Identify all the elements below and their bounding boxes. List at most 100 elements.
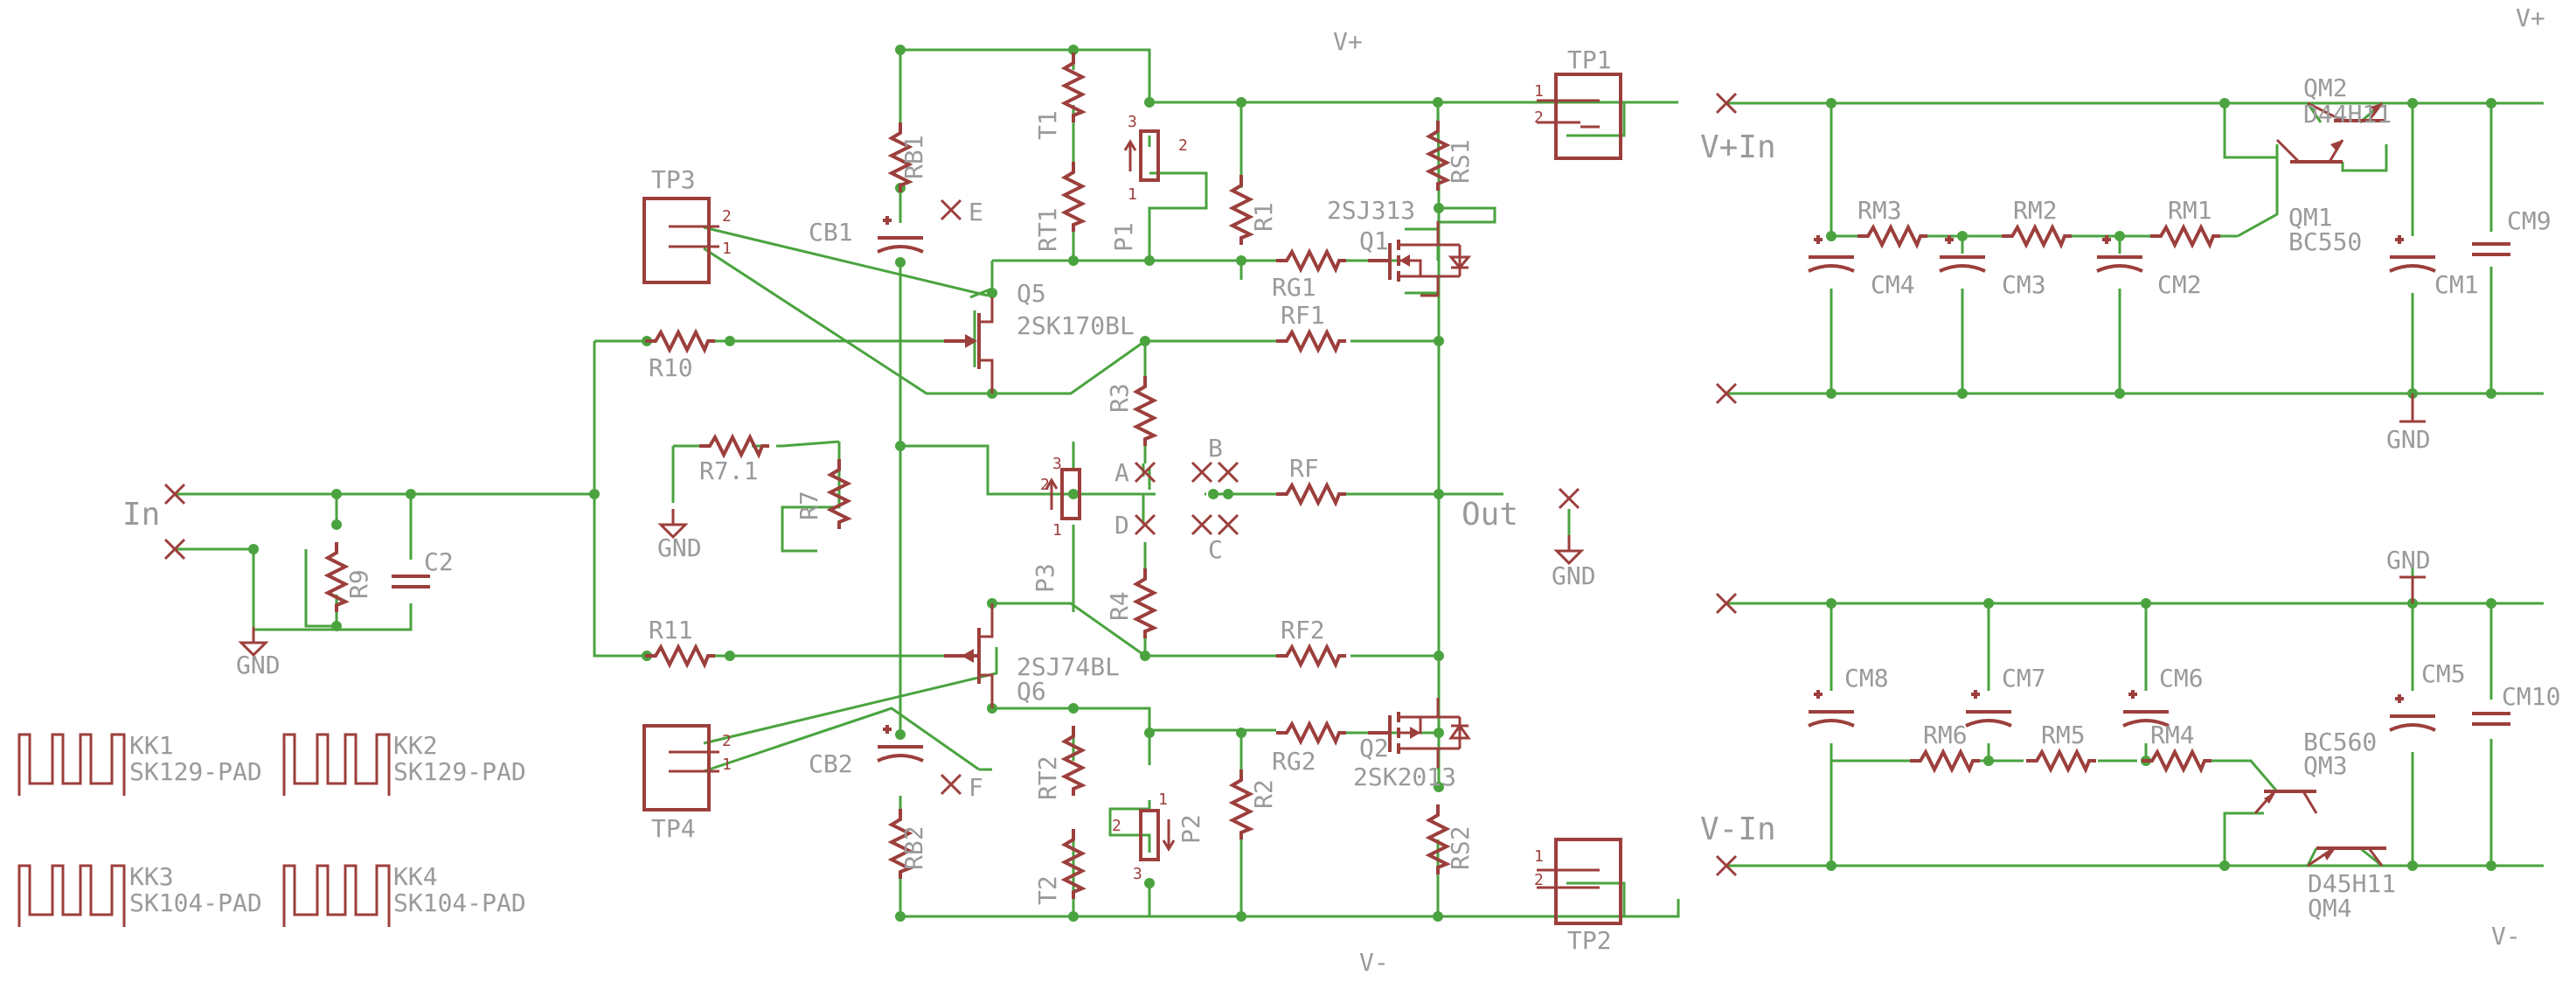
resistor-rf <box>1274 484 1348 505</box>
mark-a: A <box>1114 458 1129 487</box>
resistor-r2 <box>1231 768 1252 841</box>
label-r9: R9 <box>344 569 373 599</box>
label-rf2: RF2 <box>1281 616 1325 644</box>
label-qm1: QM1 <box>2288 203 2333 232</box>
capacitor-cm5 <box>2388 693 2437 732</box>
label-rm4: RM4 <box>2150 721 2195 749</box>
label-cm7: CM7 <box>2002 664 2046 693</box>
tp3-pin2: 2 <box>722 207 732 226</box>
label-qm3: QM3 <box>2303 751 2348 780</box>
label-r7: R7 <box>795 491 823 520</box>
tp1-label: TP1 <box>1567 45 1612 74</box>
label-p1: P1 <box>1109 222 1138 252</box>
label-q5: Q5 <box>1017 279 1046 308</box>
resistor-rm6 <box>1908 750 1982 771</box>
x-mark-d <box>1134 513 1156 536</box>
resistor-rm3 <box>1856 226 1929 247</box>
port-vminus-in: V-In <box>1700 811 1776 847</box>
label-r71: R7.1 <box>699 456 758 485</box>
labels: V+ V- V+ V- In Out V+In V-In GND GND GND… <box>122 3 2560 977</box>
label-kk3-part: SK104-PAD <box>129 888 262 917</box>
label-cb1: CB1 <box>809 218 853 247</box>
gnd-label-4: GND <box>2386 425 2431 454</box>
x-mark-b1 <box>1191 461 1213 484</box>
trimmer-p2 <box>1139 809 1176 861</box>
label-cm9: CM9 <box>2507 206 2552 235</box>
x-mark-c2 <box>1217 513 1239 536</box>
label-c2: C2 <box>424 547 454 576</box>
label-rb2: RB2 <box>899 825 928 870</box>
x-mark-out <box>1558 487 1580 510</box>
label-qm2-part: D44H11 <box>2303 100 2392 129</box>
label-cm1: CM1 <box>2434 270 2479 299</box>
resistor-rm4 <box>2140 750 2213 771</box>
label-qm3-part: BC560 <box>2303 728 2377 756</box>
label-qm4: QM4 <box>2308 894 2352 923</box>
heatsink-kk4 <box>282 864 391 927</box>
label-q6-part: 2SJ74BL <box>1017 652 1120 681</box>
label-rg2: RG2 <box>1272 747 1316 776</box>
resistor-r10 <box>643 331 717 352</box>
tp2-pin2: 2 <box>1534 871 1544 889</box>
mosfet-q1 <box>1368 221 1472 297</box>
gnd-label-2: GND <box>236 651 281 679</box>
resistor-rm1 <box>2149 226 2222 247</box>
rail-vminus: V- <box>1359 948 1389 977</box>
label-q2: Q2 <box>1359 734 1389 763</box>
connector-tp4 <box>642 724 719 811</box>
label-cm2: CM2 <box>2157 270 2202 299</box>
jfet-q5 <box>944 297 994 394</box>
trimmer-p3 <box>1045 468 1081 520</box>
resistor-r1 <box>1231 173 1252 247</box>
label-rs2: RS2 <box>1446 825 1475 870</box>
connector-tp2 <box>1537 838 1622 925</box>
tp4-pin1: 1 <box>722 756 732 774</box>
label-kk2: KK2 <box>393 731 438 760</box>
gnd-symbol-out <box>1555 533 1583 565</box>
p3-pin2: 2 <box>1040 476 1050 494</box>
label-r4: R4 <box>1105 591 1134 621</box>
tp1-pin1: 1 <box>1534 82 1544 101</box>
p2-pin2: 2 <box>1112 817 1121 835</box>
label-rf: RF <box>1289 454 1319 483</box>
label-kk3: KK3 <box>129 862 174 891</box>
label-q2-part: 2SK2013 <box>1353 763 1456 791</box>
label-kk1-part: SK129-PAD <box>129 757 262 786</box>
resistor-rm2 <box>2000 226 2073 247</box>
label-rs1: RS1 <box>1446 139 1475 184</box>
junctions <box>248 45 2496 922</box>
label-cm10: CM10 <box>2502 682 2560 711</box>
p1-pin2: 2 <box>1178 136 1188 155</box>
label-rm2: RM2 <box>2013 196 2058 225</box>
capacitor-cm10 <box>2470 712 2512 726</box>
label-rm5: RM5 <box>2041 721 2086 749</box>
label-r11: R11 <box>649 616 693 644</box>
label-cm8: CM8 <box>1844 664 1889 693</box>
rail-vplus-corner: V+ <box>2516 3 2545 32</box>
label-q6: Q6 <box>1017 677 1046 706</box>
label-rb1: RB1 <box>899 135 928 179</box>
gnd-label-3: GND <box>1552 561 1596 590</box>
mark-b: B <box>1208 434 1223 463</box>
label-r2: R2 <box>1249 779 1278 809</box>
rail-vminus-corner: V- <box>2491 922 2521 951</box>
label-r3: R3 <box>1105 383 1134 413</box>
capacitor-cm1 <box>2388 233 2437 273</box>
capacitor-c2 <box>390 575 432 589</box>
mark-c: C <box>1208 535 1223 564</box>
p1-pin1: 1 <box>1128 185 1137 204</box>
label-rt1: RT1 <box>1033 207 1062 252</box>
bjt-qm4 <box>2307 846 2386 867</box>
tp2-label: TP2 <box>1567 926 1612 955</box>
gnd-symbol-supply-pos <box>2399 394 2426 423</box>
resistor-r11 <box>643 645 717 666</box>
connector-tp1 <box>1537 73 1622 160</box>
label-t2: T2 <box>1033 875 1062 905</box>
label-p2: P2 <box>1177 814 1205 844</box>
label-rf1: RF1 <box>1281 301 1325 330</box>
label-t1: T1 <box>1033 110 1062 140</box>
p1-pin3: 3 <box>1128 113 1137 131</box>
x-mark-b2 <box>1217 461 1239 484</box>
p2-pin3: 3 <box>1133 865 1142 883</box>
